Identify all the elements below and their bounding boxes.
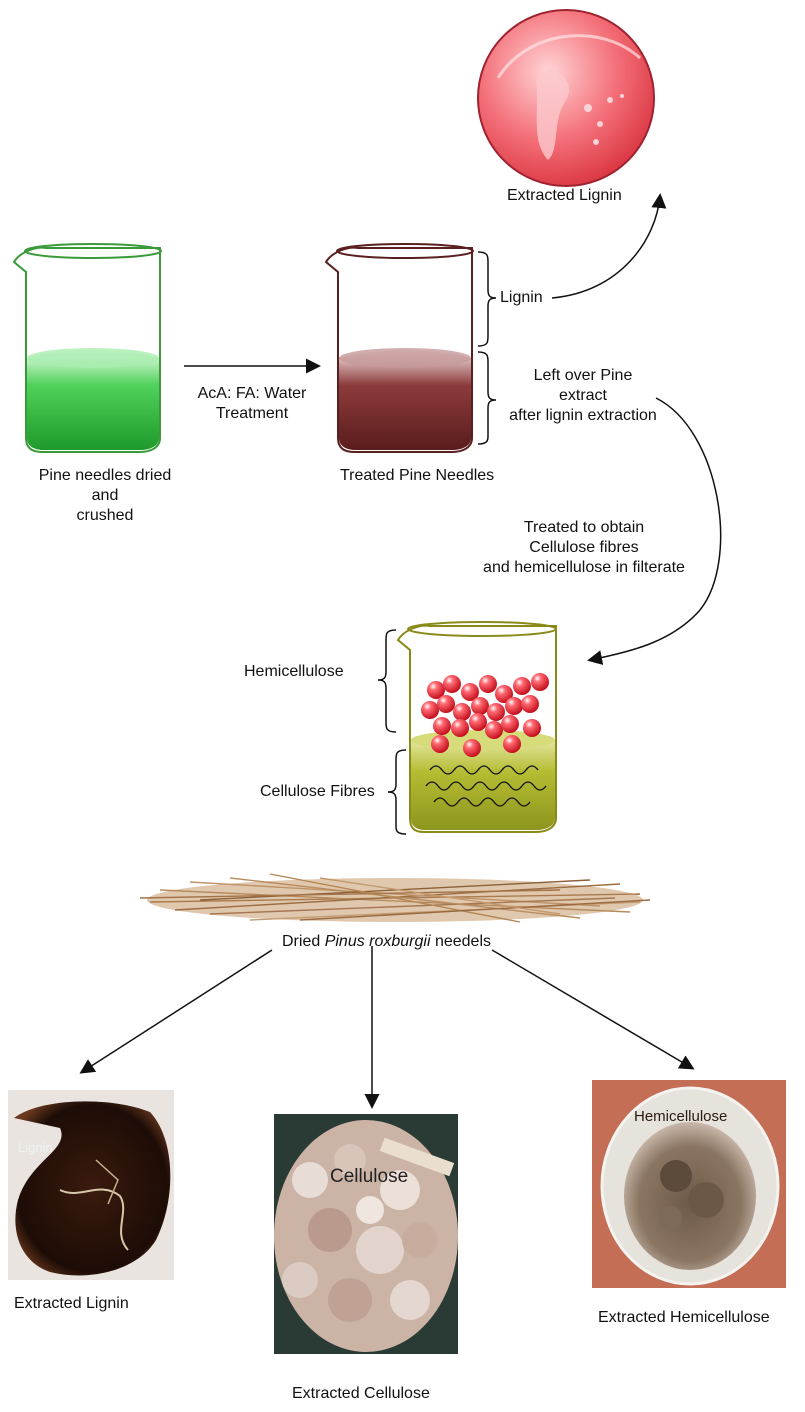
maroon-beaker [326, 244, 473, 452]
green-beaker [14, 244, 161, 452]
treated-to-obtain-label: Treated to obtain Cellulose fibres and h… [464, 518, 704, 578]
arrow-to-lignin-photo [82, 950, 272, 1072]
leftover-line-3: after lignin extraction [496, 406, 670, 426]
pine-needles-pile [140, 874, 650, 922]
lignin-brace [478, 252, 496, 346]
lignin-to-dish-arrow [552, 196, 660, 298]
hemicellulose-brace [378, 630, 396, 732]
treated-line-2: Cellulose fibres [464, 538, 704, 558]
cellulose-fibres-label: Cellulose Fibres [260, 782, 375, 802]
pine-needles-label: Pine needles dried and crushed [30, 466, 180, 526]
dried-needles-label: Dried Pinus roxburgii needels [282, 932, 491, 952]
dried-species: Pinus roxburgii [325, 933, 431, 950]
pine-needles-line-2: and [30, 486, 180, 506]
treated-line-1: Treated to obtain [464, 518, 704, 538]
extracted-lignin-caption: Extracted Lignin [14, 1294, 129, 1314]
hemicellulose-label: Hemicellulose [244, 662, 344, 682]
lignin-label: Lignin [500, 288, 543, 308]
leftover-extract-label: Left over Pine extract after lignin extr… [496, 366, 670, 426]
extracted-hemicellulose-caption: Extracted Hemicellulose [598, 1308, 770, 1328]
extracted-lignin-top-label: Extracted Lignin [507, 186, 622, 206]
pine-needles-line-1: Pine needles dried [30, 466, 180, 486]
treatment-line-2: Treatment [190, 404, 314, 424]
treated-line-3: and hemicellulose in filterate [464, 558, 704, 578]
dried-suffix: needels [431, 933, 492, 950]
dried-prefix: Dried [282, 933, 325, 950]
cellulose-photo [274, 1114, 458, 1354]
treated-pine-needles-label: Treated Pine Needles [340, 466, 494, 486]
treatment-label: AcA: FA: Water Treatment [190, 384, 314, 424]
arrow-to-hemicellulose-photo [492, 950, 692, 1068]
leftover-line-1: Left over Pine [496, 366, 670, 386]
photo-cellulose-overlay: Cellulose [330, 1166, 408, 1188]
pine-needles-line-3: crushed [30, 506, 180, 526]
cellulose-brace [388, 750, 406, 834]
extracted-cellulose-caption: Extracted Cellulose [292, 1384, 430, 1404]
lignin-petri-dish [478, 10, 654, 186]
treatment-line-1: AcA: FA: Water [190, 384, 314, 404]
extract-brace [478, 352, 496, 444]
leftover-line-2: extract [496, 386, 670, 406]
lignin-photo [8, 1090, 174, 1280]
photo-lignin-overlay: Lignin [18, 1140, 53, 1155]
photo-hemicellulose-overlay: Hemicellulose [634, 1108, 727, 1125]
